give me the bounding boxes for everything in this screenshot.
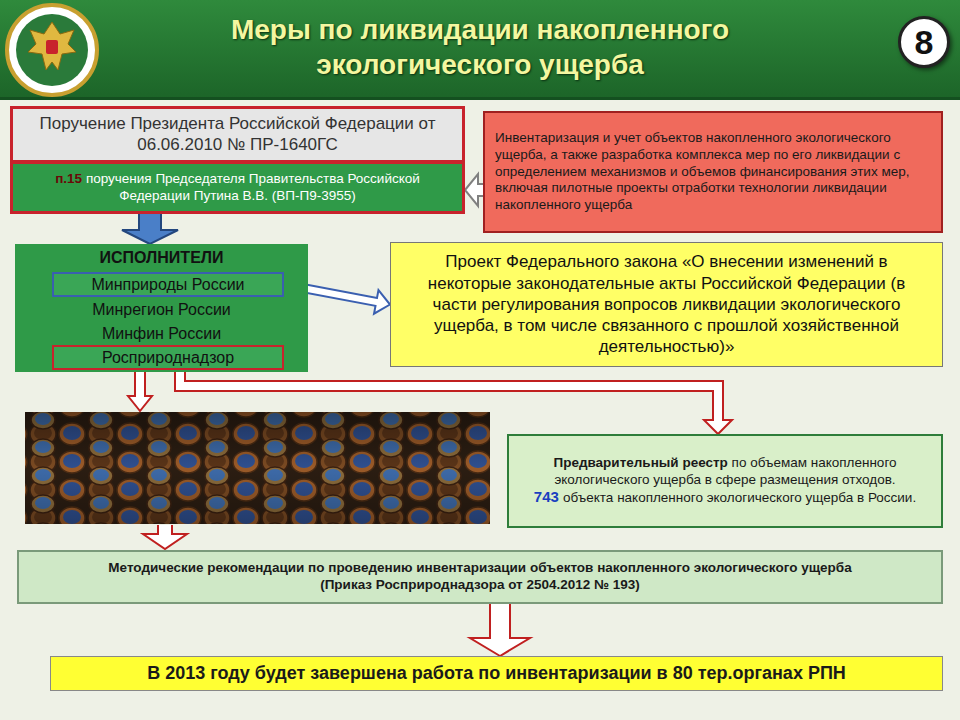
node-text: Предварительный реестр (553, 455, 727, 470)
emblem (7, 5, 97, 95)
arrow-shaft-outline (180, 370, 718, 420)
task-box: Инвентаризация и учет объектов накопленн… (483, 111, 943, 233)
flow-arrow (180, 370, 732, 434)
order-box: Поручение Президента Российской Федераци… (10, 106, 465, 163)
executors-box: Минприроды РоссииРосприроднадзор ИСПОЛНИТ… (15, 244, 308, 372)
text-line: Росприроднадзор (58, 348, 278, 368)
node-text: В 2013 году будет завершена работа по ин… (147, 663, 846, 683)
executor-box: Минприроды России (52, 272, 284, 297)
text-line: п.15 поручения Председателя Правительства… (21, 171, 454, 205)
law-draft-box: Проект Федерального закона «О внесении и… (390, 242, 943, 367)
flow-arrow (470, 604, 530, 656)
text-line: (Приказ Росприроднадзора от 2504.2012 № … (29, 577, 931, 594)
flow-arrow (122, 214, 178, 244)
node-text: Минприроды России (91, 276, 244, 293)
header-rule (0, 97, 960, 100)
text-line: Предварительный реестрпо объемам накопле… (519, 455, 931, 489)
executor-box: Росприроднадзор (52, 345, 284, 370)
node-text: Инвентаризация и учет объектов накопленн… (495, 130, 909, 213)
node-text: (Приказ Росприроднадзора от 2504.2012 № … (320, 577, 640, 592)
flow-arrow (143, 525, 187, 549)
executor-name: Минфин России (15, 324, 308, 344)
node-text: объекта накопленного экологического ущер… (563, 490, 916, 505)
barrels-photo (25, 412, 490, 524)
text-line: Проект Федерального закона «О внесении и… (409, 251, 924, 357)
node-text: поручения Председателя Правительства Рос… (86, 171, 420, 203)
registry-box: Предварительный реестрпо объемам накопле… (507, 434, 943, 528)
arrow-shaft (180, 370, 718, 423)
text-line: Методические рекомендации по проведению … (29, 560, 931, 577)
node-text: Проект Федерального закона «О внесении и… (428, 252, 905, 356)
arrow-shaft (491, 604, 509, 641)
text-line: Инвентаризация и учет объектов накопленн… (495, 130, 931, 214)
node-text: п.15 (55, 171, 82, 186)
flow-arrow (128, 371, 152, 411)
executor-name: Минрегион России (15, 300, 308, 320)
node-text: Методические рекомендации по проведению … (108, 560, 851, 575)
result-band: В 2013 году будет завершена работа по ин… (50, 656, 943, 691)
slide-number: 8 (898, 16, 950, 68)
text-line: Минприроды России (58, 275, 278, 295)
group-heading: ИСПОЛНИТЕЛИ (15, 248, 308, 268)
order-item-box: п.15 поручения Председателя Правительства… (10, 161, 465, 214)
node-text: Поручение Президента Российской Федераци… (40, 114, 436, 154)
text-line: 743 объекта накопленного экологического у… (519, 488, 931, 507)
arrow-shaft (475, 185, 483, 195)
text-line: В 2013 году будет завершена работа по ин… (61, 662, 932, 685)
node-text: Росприроднадзор (102, 349, 234, 366)
slide-title: Меры по ликвидации накопленного экологич… (130, 12, 830, 82)
guidelines-box: Методические рекомендации по проведению … (17, 550, 943, 604)
header-band (0, 0, 960, 100)
text-line: Поручение Президента Российской Федераци… (21, 113, 454, 156)
arrow-shaft (140, 214, 160, 233)
flow-arrow (465, 174, 483, 206)
node-text: 743 (534, 488, 559, 505)
